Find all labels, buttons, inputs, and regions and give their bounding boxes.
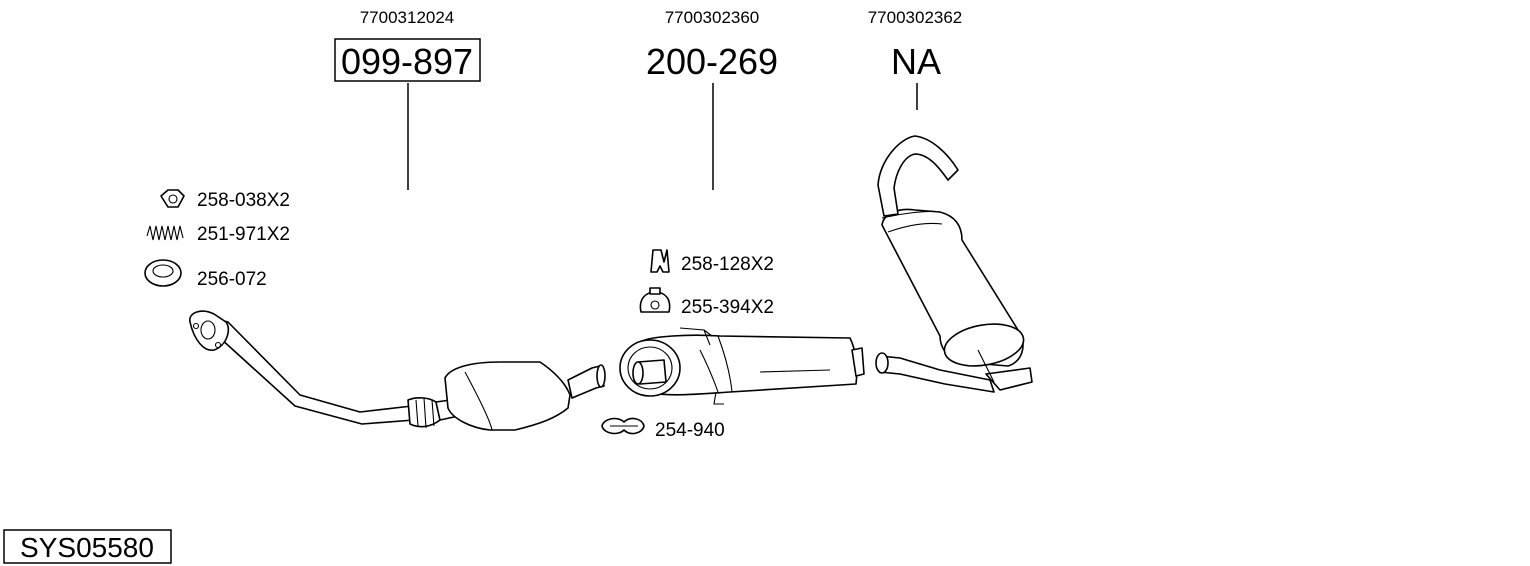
mounting-bracket-icon	[650, 249, 670, 273]
accessory-label: 258-038X2	[197, 190, 290, 211]
spring-icon	[146, 225, 184, 241]
part-number-3[interactable]: NA	[891, 41, 941, 82]
gasket-ring-icon	[144, 259, 182, 287]
accessory-label: 254-940	[655, 420, 725, 441]
oem-number-3: 7700302362	[868, 8, 963, 27]
part-number-2[interactable]: 200-269	[646, 41, 778, 82]
accessory-mounting-bracket[interactable]: 258-128X2	[650, 249, 774, 275]
oem-number-2: 7700302360	[665, 8, 760, 27]
accessory-label: 251-971X2	[197, 224, 290, 245]
part-number-1[interactable]: 099-897	[341, 41, 473, 82]
part-group-3: 7700302362 NA	[868, 8, 963, 110]
part-group-2: 7700302360 200-269	[646, 8, 778, 190]
accessory-label: 258-128X2	[681, 254, 774, 275]
system-code-box: SYS05580	[3, 529, 172, 564]
rear-silencer-drawing[interactable]	[875, 135, 1033, 393]
accessory-rubber-hanger[interactable]: 255-394X2	[639, 287, 774, 318]
system-code-frame	[3, 529, 172, 564]
system-code: SYS05580	[20, 532, 154, 563]
part-number-box-1	[334, 38, 481, 82]
rubber-hanger-icon	[639, 287, 671, 313]
accessory-nut[interactable]: 258-038X2	[160, 189, 290, 211]
nut-icon	[160, 189, 185, 208]
catalytic-converter-drawing[interactable]	[189, 310, 606, 431]
part-group-1: 7700312024 099-897	[334, 8, 481, 190]
oem-number-1: 7700312024	[360, 8, 455, 27]
middle-silencer-drawing[interactable]	[619, 327, 865, 405]
accessory-label: 256-072	[197, 269, 267, 290]
pipe-clamp-icon	[601, 417, 645, 435]
accessory-gasket-ring[interactable]: 256-072	[144, 259, 267, 290]
accessory-spring[interactable]: 251-971X2	[146, 224, 290, 245]
accessory-label: 255-394X2	[681, 297, 774, 318]
accessory-pipe-clamp[interactable]: 254-940	[601, 417, 725, 441]
